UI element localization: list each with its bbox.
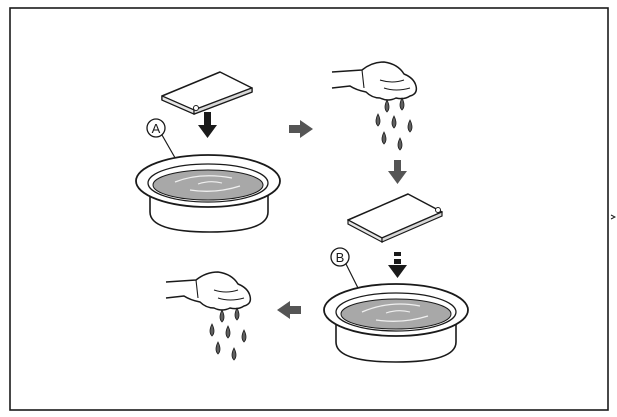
- filter-panel-icon: [347, 193, 443, 243]
- arrow-down-icon: [388, 252, 407, 278]
- water-icon: [340, 298, 452, 330]
- label-a: A: [146, 118, 179, 164]
- diagram-frame: [9, 7, 609, 411]
- label-b: B: [330, 247, 363, 297]
- edge-mark: [610, 214, 616, 220]
- bowl-icon: [135, 154, 281, 233]
- water-drop-icon: [209, 307, 247, 361]
- arrow-down-icon: [388, 160, 407, 184]
- label-b-text: B: [336, 250, 345, 265]
- label-a-text: A: [152, 121, 161, 136]
- arrow-down-icon: [198, 112, 217, 138]
- hand-icon: [331, 61, 418, 101]
- filter-panel-icon: [161, 71, 253, 115]
- water-icon: [152, 169, 264, 201]
- arrow-right-icon: [289, 120, 313, 138]
- hand-icon: [165, 271, 252, 311]
- water-drop-icon: [375, 97, 413, 151]
- arrow-left-icon: [277, 301, 301, 319]
- bowl-icon: [323, 283, 469, 363]
